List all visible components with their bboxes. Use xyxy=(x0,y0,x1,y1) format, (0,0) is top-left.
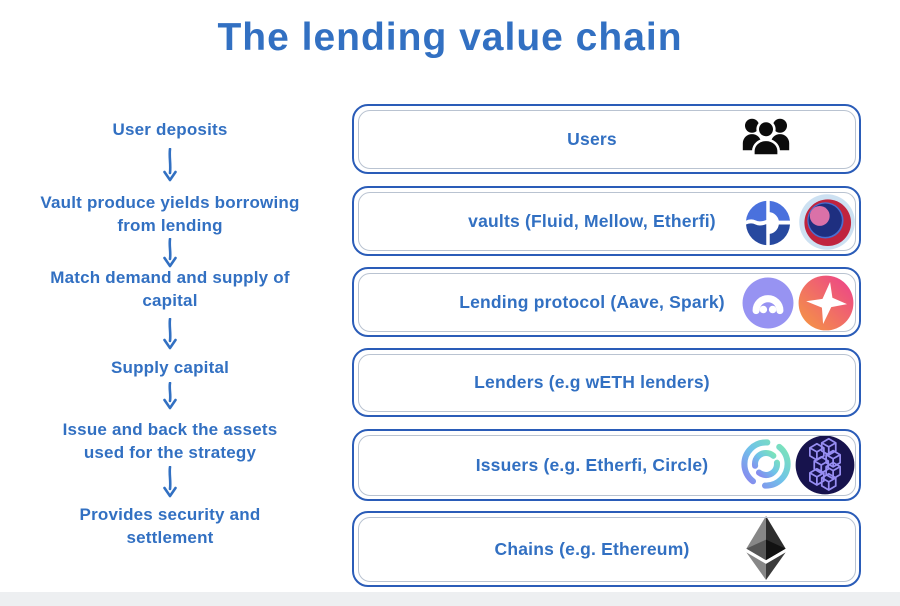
ethereum-logo xyxy=(746,516,786,580)
down-arrow-icon xyxy=(163,148,177,182)
value-chain-box-lenders: Lenders (e.g wETH lenders) xyxy=(352,348,861,417)
spark-logo xyxy=(798,275,854,331)
fluid-logo xyxy=(746,200,790,246)
flow-column: User deposits Vault produce yields borro… xyxy=(15,0,325,606)
value-chain-box-lending-protocol: Lending protocol (Aave, Spark) xyxy=(352,267,861,337)
flow-step-label: Supply capital xyxy=(110,358,230,377)
box-label: Lenders (e.g wETH lenders) xyxy=(474,372,710,392)
circle-logo xyxy=(741,439,791,489)
down-arrow-icon xyxy=(163,238,177,268)
down-arrow-icon xyxy=(163,318,177,350)
flow-step-label: Match demand and supply of capital xyxy=(50,268,290,310)
users-group-icon xyxy=(742,118,790,157)
bottom-strip xyxy=(0,592,900,606)
value-chain-box-chains: Chains (e.g. Ethereum) xyxy=(352,511,861,587)
flow-step-label: User deposits xyxy=(112,120,228,139)
flow-step-label: Issue and back the assets used for the s… xyxy=(62,420,278,462)
value-chain-box-vaults: vaults (Fluid, Mellow, Etherfi) xyxy=(352,186,861,256)
value-chain-box-users: Users xyxy=(352,104,861,174)
page-title: The lending value chain xyxy=(217,16,683,59)
flow-step-label: Provides security and settlement xyxy=(79,505,261,547)
etherfi-logo xyxy=(795,435,855,495)
value-chain-box-issuers: Issuers (e.g. Etherfi, Circle) xyxy=(352,429,861,501)
mellow-logo xyxy=(799,194,855,250)
box-label: Issuers (e.g. Etherfi, Circle) xyxy=(475,454,709,475)
down-arrow-icon xyxy=(163,466,177,498)
box-label: Lending protocol (Aave, Spark) xyxy=(459,291,725,312)
down-arrow-icon xyxy=(163,382,177,410)
aave-logo xyxy=(742,277,794,329)
box-label: Chains (e.g. Ethereum) xyxy=(494,538,690,559)
flow-step-label: Vault produce yields borrowing from lend… xyxy=(40,193,300,235)
box-label: vaults (Fluid, Mellow, Etherfi) xyxy=(468,210,716,231)
box-label: Users xyxy=(567,128,617,149)
